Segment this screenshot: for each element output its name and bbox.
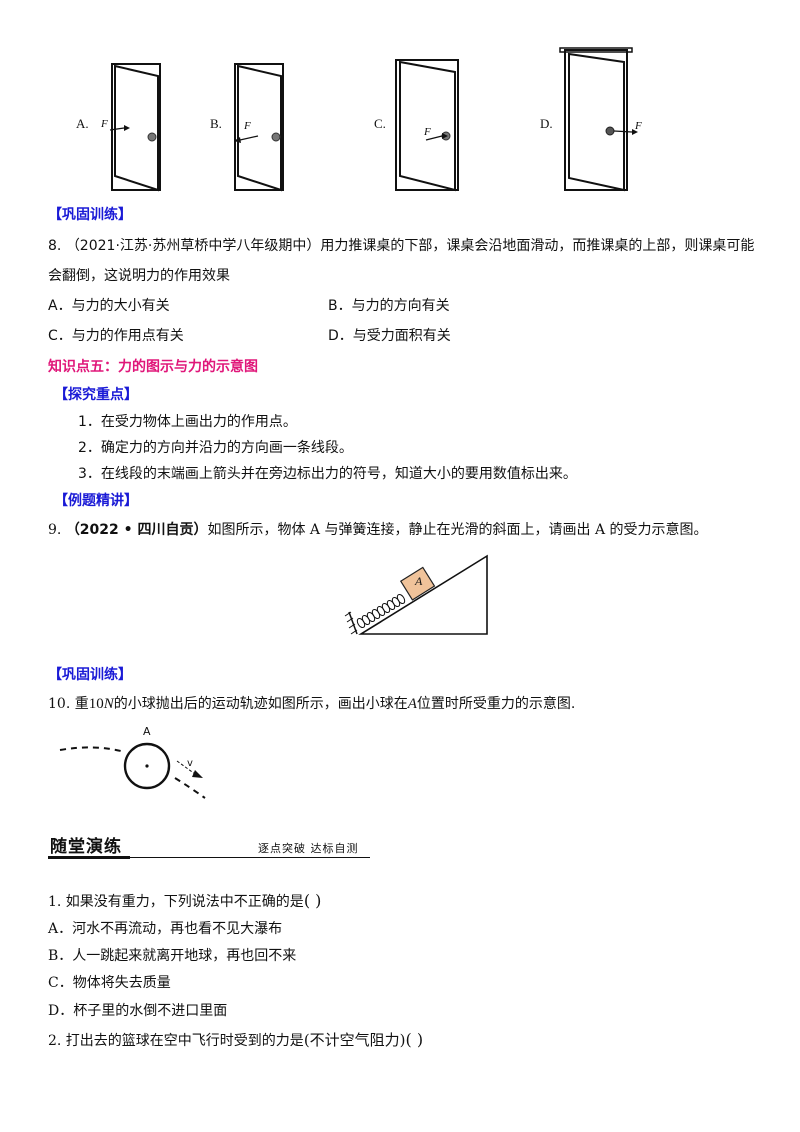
door-d xyxy=(559,47,638,192)
incline-figure xyxy=(344,554,488,635)
q8-option-b[interactable]: B．与力的方向有关 xyxy=(328,298,450,314)
q8-source: （2021·江苏·苏州草桥中学八年级期中） xyxy=(65,238,321,254)
knowledge-point-title: 知识点五：力的图示与力的示意图 xyxy=(48,359,258,375)
door-a-force-label: F xyxy=(101,118,108,130)
explore-step-3: 3．在线段的末端画上箭头并在旁边标出力的符号，知道大小的要用数值标出来。 xyxy=(78,466,577,482)
section-consolidate-1: 【巩固训练】 xyxy=(48,207,132,223)
p1-option-a[interactable]: A．河水不再流动，再也看不见大瀑布 xyxy=(48,921,283,937)
practice-title-underline xyxy=(48,856,130,859)
ball-label: A xyxy=(143,725,151,738)
p1-option-b[interactable]: B．人一跳起来就离开地球，再也回不来 xyxy=(48,948,297,964)
incline-triangle xyxy=(358,554,488,635)
practice-title: 随堂演练 xyxy=(50,837,122,857)
q10-stem-mid: 的小球抛出后的运动轨迹如图所示，画出小球在 xyxy=(113,696,408,712)
door-figures xyxy=(109,47,638,192)
velocity-arrow-head xyxy=(192,770,203,778)
velocity-line xyxy=(176,760,196,775)
ball-center xyxy=(145,764,149,768)
explore-step-2: 2．确定力的方向并沿力的方向画一条线段。 xyxy=(78,440,353,456)
trajectory-figure xyxy=(59,742,206,799)
q10-unit: N xyxy=(103,696,114,712)
p2-paren-2: ( ) xyxy=(405,1030,424,1049)
q9-line: 9. （2022 • 四川自贡）如图所示，物体 A 与弹簧连接，静止在光滑的斜面… xyxy=(48,520,708,540)
q10-number: 10. xyxy=(48,696,71,712)
spring xyxy=(356,593,406,629)
q9-source: （2022 • 四川自贡） xyxy=(65,522,208,538)
q9-stem: 如图所示，物体 A 与弹簧连接，静止在光滑的斜面上，请画出 A 的受力示意图。 xyxy=(207,522,708,538)
door-b xyxy=(234,63,284,192)
p2-paren-1: (不计空气阻力) xyxy=(303,1031,406,1049)
q8-option-c[interactable]: C．与力的作用点有关 xyxy=(48,328,184,344)
velocity-label: v xyxy=(187,758,193,769)
trajectory-left xyxy=(59,746,126,753)
door-c-label: C. xyxy=(374,116,386,131)
p1-paren: ( ) xyxy=(303,891,322,910)
q10-value: 10 xyxy=(88,696,104,712)
p1-stem: 1. 如果没有重力，下列说法中不正确的是 xyxy=(48,894,304,910)
p1-line: 1. 如果没有重力，下列说法中不正确的是( ) xyxy=(48,891,321,912)
practice-subtitle: 逐点突破 达标自测 xyxy=(258,842,359,855)
door-b-label: B. xyxy=(210,116,222,131)
section-consolidate-2: 【巩固训练】 xyxy=(48,667,132,683)
q8-stem-line1: 用力推课桌的下部，课桌会沿地面滑动，而推课桌的上部，则课桌可能 xyxy=(320,238,755,254)
q8-number: 8. xyxy=(48,238,62,254)
trajectory-right xyxy=(174,777,206,799)
q9-number: 9. xyxy=(48,522,62,538)
door-a xyxy=(109,63,161,192)
q10-point: A xyxy=(407,696,417,712)
door-d-label: D. xyxy=(540,116,553,131)
p2-line: 2. 打出去的篮球在空中飞行时受到的力是(不计空气阻力)( ) xyxy=(48,1030,423,1051)
door-a-label: A. xyxy=(76,116,89,131)
block-a-label: A xyxy=(415,574,423,588)
q10-stem-post: 位置时所受重力的示意图. xyxy=(416,696,576,712)
door-c xyxy=(395,59,459,192)
explore-step-1: 1．在受力物体上画出力的作用点。 xyxy=(78,414,297,430)
p1-option-c[interactable]: C．物体将失去质量 xyxy=(48,975,171,991)
section-example: 【例题精讲】 xyxy=(54,493,138,509)
door-b-force-label: F xyxy=(244,120,251,132)
q8-option-d[interactable]: D．与受力面积有关 xyxy=(328,328,451,344)
section-explore: 【探究重点】 xyxy=(54,387,138,403)
q10-stem-pre: 重 xyxy=(74,696,89,712)
practice-divider-line xyxy=(130,857,370,858)
q8-line1: 8. （2021·江苏·苏州草桥中学八年级期中）用力推课桌的下部，课桌会沿地面滑… xyxy=(48,236,754,256)
q8-option-a[interactable]: A．与力的大小有关 xyxy=(48,298,170,314)
q8-stem-line2: 会翻倒，这说明力的作用效果 xyxy=(48,268,230,284)
door-c-force-label: F xyxy=(424,126,431,138)
door-d-force-label: F xyxy=(635,120,642,132)
q10-line: 10. 重10N的小球抛出后的运动轨迹如图所示，画出小球在A位置时所受重力的示意… xyxy=(48,694,575,714)
p1-option-d[interactable]: D．杯子里的水倒不进口里面 xyxy=(48,1003,228,1019)
block-a xyxy=(399,566,436,601)
p2-stem: 2. 打出去的篮球在空中飞行时受到的力是 xyxy=(48,1033,304,1049)
